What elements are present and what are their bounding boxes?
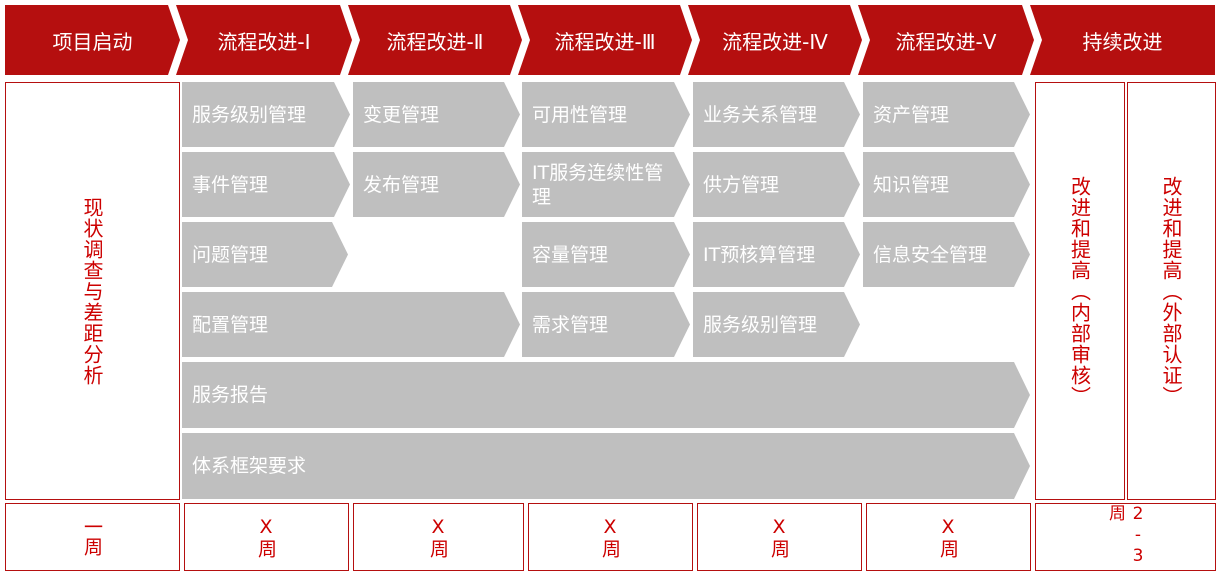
duration-label: 2-3周 [1105, 504, 1148, 567]
process-box: IT服务连续性管理 [522, 152, 690, 217]
process-box: 业务关系管理 [693, 82, 860, 147]
service-report-bar: 服务报告 [182, 362, 1030, 428]
process-box: 发布管理 [353, 152, 520, 217]
phase-project-start: 项目启动 [5, 5, 180, 75]
internal-audit-box: 改进和提高（内部审核） [1035, 82, 1125, 500]
phase-improve-2: 流程改进-Ⅱ [348, 5, 522, 75]
duration-box: X周 [866, 503, 1031, 571]
phase-improve-4: 流程改进-Ⅳ [688, 5, 862, 75]
duration-label: X周 [427, 515, 449, 559]
duration-label: X周 [255, 515, 277, 559]
process-box: 容量管理 [522, 222, 690, 287]
process-box: 资产管理 [863, 82, 1030, 147]
process-box: IT预核算管理 [693, 222, 860, 287]
duration-label: X周 [768, 515, 790, 559]
duration-box: X周 [184, 503, 349, 571]
phase-continuous: 持续改进 [1030, 5, 1215, 75]
duration-box: X周 [528, 503, 693, 571]
process-box: 需求管理 [522, 292, 690, 357]
process-box: 事件管理 [182, 152, 350, 217]
internal-audit-label: 改进和提高（内部审核） [1067, 175, 1092, 407]
process-box: 可用性管理 [522, 82, 690, 147]
gap-analysis-label: 现状调查与差距分析 [80, 196, 104, 386]
process-box: 服务级别管理 [693, 292, 860, 357]
duration-box: 2-3周 [1035, 503, 1216, 571]
duration-box: X周 [697, 503, 862, 571]
duration-label: 一周 [81, 517, 103, 557]
duration-box: X周 [353, 503, 524, 571]
process-box: 知识管理 [863, 152, 1030, 217]
process-box: 服务级别管理 [182, 82, 350, 147]
phase-improve-3: 流程改进-Ⅲ [518, 5, 692, 75]
duration-label: X周 [937, 515, 959, 559]
external-cert-box: 改进和提高（外部认证） [1127, 82, 1216, 500]
external-cert-label: 改进和提高（外部认证） [1159, 175, 1183, 407]
process-box: 配置管理 [182, 292, 520, 357]
duration-label: X周 [599, 515, 621, 559]
phase-improve-1: 流程改进-Ⅰ [176, 5, 352, 75]
duration-box: 一周 [5, 503, 180, 571]
framework-bar: 体系框架要求 [182, 433, 1030, 499]
process-box: 问题管理 [182, 222, 348, 287]
gap-analysis-box: 现状调查与差距分析 [5, 82, 180, 500]
process-box: 信息安全管理 [863, 222, 1030, 287]
phase-improve-5: 流程改进-Ⅴ [858, 5, 1034, 75]
process-box: 变更管理 [353, 82, 520, 147]
process-box: 供方管理 [693, 152, 860, 217]
